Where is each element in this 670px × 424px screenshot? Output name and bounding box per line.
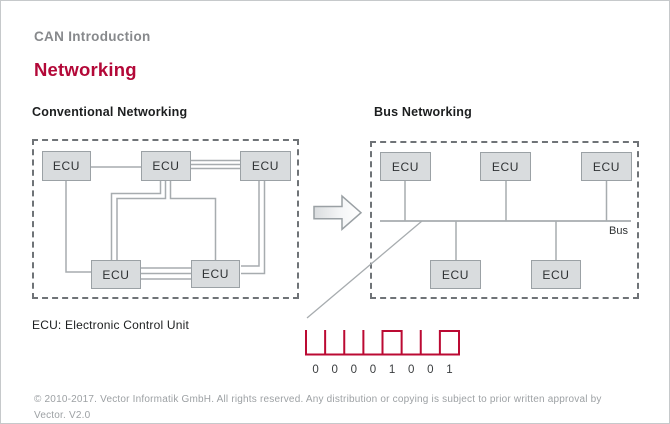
ecu-node: ECU: [191, 260, 240, 288]
ecu-node: ECU: [42, 151, 91, 181]
copyright-footer: © 2010-2017. Vector Informatik GmbH. All…: [34, 392, 654, 423]
ecu-node: ECU: [141, 151, 191, 181]
slide-pretitle: CAN Introduction: [34, 29, 151, 44]
bit-label: 1: [388, 364, 396, 376]
waveform-bit-labels: 0 0 0 0 1 0 0 1: [306, 364, 459, 376]
ecu-node: ECU: [91, 260, 141, 289]
ecu-node: ECU: [480, 152, 531, 181]
ecu-node: ECU: [380, 152, 431, 181]
copyright-line-1: © 2010-2017. Vector Informatik GmbH. All…: [34, 394, 602, 405]
copyright-line-2: Vector. V2.0: [34, 409, 91, 421]
bit-label: 0: [331, 364, 338, 376]
conventional-diagram-frame: [32, 139, 299, 299]
bus-networking-heading: Bus Networking: [374, 105, 472, 119]
bit-label: 0: [407, 364, 415, 376]
bit-label: 1: [446, 364, 453, 376]
ecu-node: ECU: [531, 260, 581, 289]
arrow-right-icon: [313, 194, 363, 231]
ecu-abbreviation-caption: ECU: Electronic Control Unit: [32, 318, 189, 332]
ecu-node: ECU: [240, 151, 291, 181]
bit-label: 0: [312, 364, 319, 376]
bit-label: 0: [350, 364, 358, 376]
bit-label: 0: [427, 364, 434, 376]
bus-line-label: Bus: [609, 225, 628, 237]
page-title: Networking: [34, 59, 137, 80]
bit-label: 0: [369, 364, 377, 376]
bus-signal-waveform: [305, 330, 460, 356]
conventional-networking-heading: Conventional Networking: [32, 105, 188, 119]
ecu-node: ECU: [581, 152, 632, 181]
bus-diagram-frame: [370, 141, 639, 299]
ecu-node: ECU: [430, 260, 481, 289]
